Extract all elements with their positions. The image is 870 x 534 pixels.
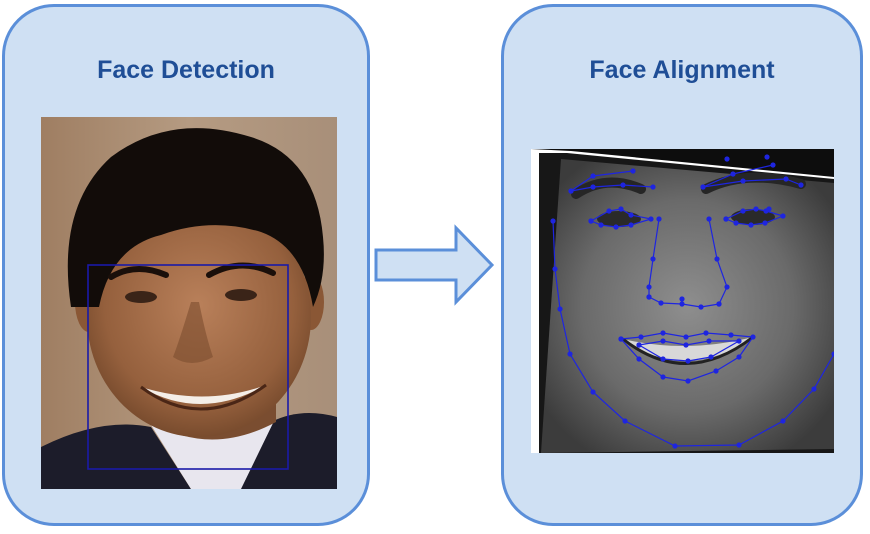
landmark-point [831, 351, 834, 357]
landmark-point [550, 218, 556, 224]
landmark-point [660, 338, 666, 344]
landmark-point [698, 304, 704, 310]
landmark-point [618, 336, 624, 342]
landmark-point [628, 212, 634, 218]
landmark-point [646, 284, 652, 290]
landmark-point [646, 294, 652, 300]
landmark-point [762, 220, 768, 226]
landmark-point [706, 216, 712, 222]
landmark-contour-noseBridge [648, 218, 660, 297]
landmark-point [618, 206, 624, 212]
detection-bounding-box [87, 264, 289, 470]
landmark-point [656, 216, 662, 222]
landmark-point [728, 332, 734, 338]
landmark-point [636, 342, 642, 348]
landmark-point [552, 266, 558, 272]
landmark-point [780, 213, 786, 219]
landmark-point [811, 386, 817, 392]
landmark-contour-browR2 [702, 178, 802, 188]
landmark-point [660, 356, 666, 362]
landmark-point [567, 351, 573, 357]
landmark-contour-browL2 [570, 184, 654, 192]
landmark-point [724, 284, 730, 290]
landmark-point [716, 301, 722, 307]
landmark-point [708, 354, 714, 360]
face-alignment-panel: Face Alignment [501, 4, 863, 526]
landmark-point [606, 208, 612, 214]
landmark-point [703, 330, 709, 336]
landmark-point [568, 188, 574, 194]
landmark-contour-noseBridgeR [708, 218, 728, 305]
landmark-point [736, 354, 742, 360]
landmark-point [766, 206, 772, 212]
landmark-point [700, 184, 706, 190]
landmark-point [650, 184, 656, 190]
face-alignment-photo [531, 149, 834, 453]
landmark-point [748, 222, 754, 228]
landmark-point [660, 374, 666, 380]
landmark-point [730, 171, 736, 177]
landmark-point [598, 222, 604, 228]
landmark-point [783, 176, 789, 182]
landmark-point [683, 334, 689, 340]
landmark-point [658, 300, 664, 306]
landmark-point [590, 389, 596, 395]
landmark-point [679, 301, 685, 307]
landmark-point [798, 182, 804, 188]
landmark-point [660, 330, 666, 336]
landmark-point [723, 216, 729, 222]
right-arrow-icon [374, 224, 495, 306]
landmark-point [620, 182, 626, 188]
face-alignment-title: Face Alignment [589, 56, 775, 84]
landmark-point [636, 356, 642, 362]
landmark-point [588, 218, 594, 224]
landmark-point [630, 168, 636, 174]
face-detection-photo [41, 117, 337, 489]
landmark-point [628, 222, 634, 228]
landmark-point [622, 418, 628, 424]
landmark-point [736, 442, 742, 448]
landmark-point [613, 224, 619, 230]
landmark-overlay [550, 154, 834, 449]
landmark-point [672, 443, 678, 449]
landmark-point [590, 184, 596, 190]
landmark-point [557, 306, 563, 312]
landmark-point [753, 206, 759, 212]
landmark-point [679, 296, 685, 302]
landmark-point [740, 178, 746, 184]
landmark-point [706, 338, 712, 344]
landmark-point [590, 173, 596, 179]
face-detection-title: Face Detection [97, 56, 275, 84]
landmark-point [750, 334, 756, 340]
landmark-point [648, 216, 654, 222]
landmark-point [683, 342, 689, 348]
landmark-point [780, 418, 786, 424]
landmark-point [736, 338, 742, 344]
landmark-point [638, 334, 644, 340]
landmark-point [650, 256, 656, 262]
landmark-point [724, 156, 730, 162]
landmark-point [733, 220, 739, 226]
landmark-point [685, 358, 691, 364]
landmark-point [713, 368, 719, 374]
landmark-point [685, 378, 691, 384]
landmark-point [740, 208, 746, 214]
face-detection-panel: Face Detection [2, 4, 370, 526]
landmark-point [714, 256, 720, 262]
landmark-point [770, 162, 776, 168]
landmark-point [764, 154, 770, 160]
